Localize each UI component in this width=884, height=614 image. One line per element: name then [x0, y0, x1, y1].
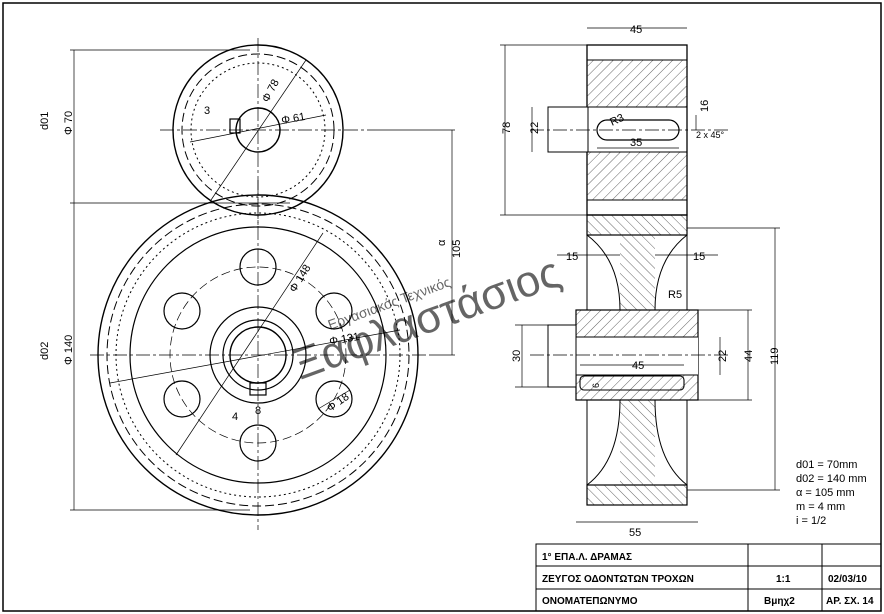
gear-key-width: 8 [255, 405, 261, 417]
pinion-width: 45 [630, 24, 642, 36]
pinion-chamfer: 2 x 45° [696, 130, 725, 140]
pinion-front [160, 38, 375, 225]
center-distance: 105 [451, 240, 463, 258]
center-distance-symbol: α [436, 239, 448, 246]
drawing-scale: 1:1 [776, 574, 791, 585]
gear-hub-len: 45 [632, 360, 644, 372]
gear-shaft: 30 [511, 350, 523, 362]
gear-hub-dia: 44 [743, 350, 755, 362]
side-view [500, 27, 780, 523]
gear-bore: 22 [717, 350, 729, 362]
pinion-root-dia: Φ 61 [280, 111, 306, 127]
gear-side [530, 214, 730, 506]
gear-rim-left: 15 [566, 251, 578, 263]
note-d02: d02 = 140 mm [796, 473, 867, 485]
student-name: ΟΝΟΜΑΤΕΠΩΝΥΜΟ [542, 596, 638, 607]
gear-dia-label: Φ 140 [63, 335, 75, 365]
side-dims [500, 27, 780, 523]
note-alpha: α = 105 mm [796, 487, 855, 499]
gear-fillet: R5 [668, 289, 682, 301]
gear-total: 119 [769, 347, 781, 365]
gear-front [90, 180, 430, 530]
gear-key-depth: 4 [232, 411, 238, 423]
pinion-shaft: 22 [529, 122, 541, 134]
pinion-radius: R3 [608, 112, 626, 129]
pinion-key-height: 16 [699, 100, 711, 112]
title-block [535, 543, 882, 612]
d01-label: d01 [39, 112, 51, 130]
drawing-title: ΖΕΥΓΟΣ ΟΔΟΝΤΩΤΩΝ ΤΡΟΧΩΝ [542, 574, 694, 585]
watermark: Ξαφλαστάσιος Εργασιακός Τεχνικός [287, 247, 567, 389]
front-left-dims [70, 49, 455, 511]
pinion-key-len: 35 [630, 137, 642, 149]
class-code: Βμηχ2 [764, 596, 795, 607]
spec-notes: d01 = 70mm d02 = 140 mm α = 105 mm m = 4… [796, 459, 867, 527]
pinion-height: 78 [501, 122, 513, 134]
note-module: m = 4 mm [796, 501, 845, 513]
note-ratio: i = 1/2 [796, 515, 826, 527]
front-view [70, 38, 455, 530]
school-name: 1° ΕΠΑ.Λ. ΔΡΑΜΑΣ [542, 552, 632, 563]
gear-key-depth-side: 6 [591, 383, 601, 388]
gear-tip-dia: Φ 148 [287, 263, 313, 295]
pinion-dia-label: Φ 70 [63, 111, 75, 135]
d02-label: d02 [39, 342, 51, 360]
pinion-keyway-depth: 3 [204, 105, 210, 117]
pinion-side [530, 44, 730, 216]
gear-root-dia: Φ 131 [328, 331, 360, 348]
note-d01: d01 = 70mm [796, 459, 857, 471]
gear-rim-right: 15 [693, 251, 705, 263]
drawing-date: 02/03/10 [828, 574, 867, 585]
gear-width: 55 [629, 527, 641, 539]
sheet-number: ΑΡ. ΣΧ. 14 [826, 596, 874, 607]
